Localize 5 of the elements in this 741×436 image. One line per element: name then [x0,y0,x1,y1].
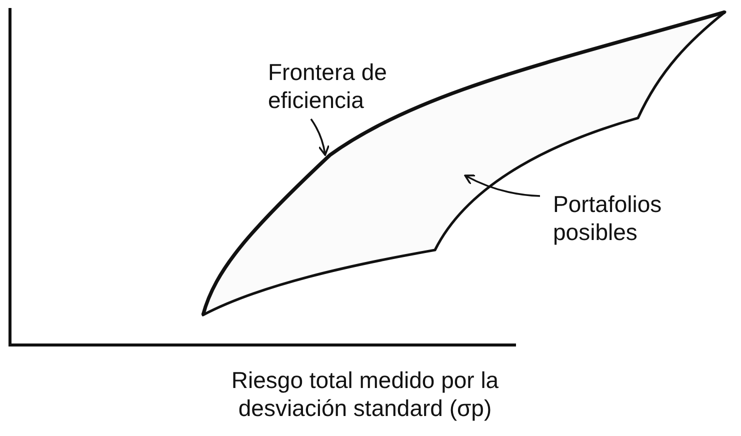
axis-title: Riesgo total medido por la desviación standard (σp) [230,366,500,422]
leader-arrow [464,174,540,197]
callout-label: Frontera de eficiencia [268,58,418,114]
leader-arrow [310,118,330,156]
callout-label: Portafolios posibles [553,190,723,246]
